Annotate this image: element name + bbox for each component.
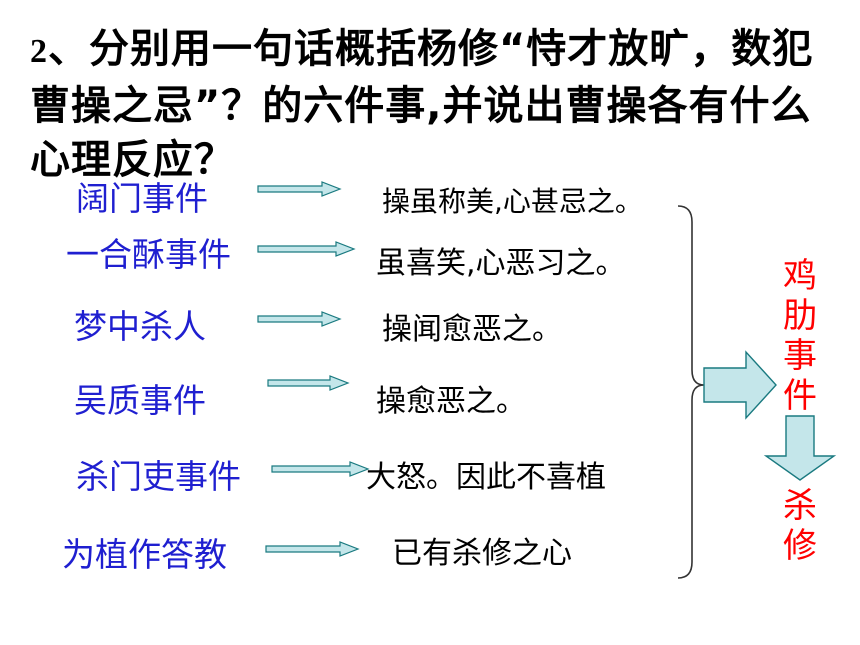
conclusion-result-char: 杀: [783, 486, 817, 526]
arrow-icon: [265, 541, 360, 557]
reaction-1: 操虽称美,心甚忌之。: [382, 185, 643, 218]
big-right-arrow-icon: [703, 350, 777, 420]
conclusion-result-char: 修: [783, 526, 817, 566]
conclusion-event-char: 事: [783, 336, 817, 376]
right-brace: [677, 205, 705, 579]
question-text: 、分别用一句话概括杨修“恃才放旷，数犯曹操之忌”？的六件事,并说出曹操各有什么心…: [30, 26, 814, 183]
reaction-5: 大怒。因此不喜植: [366, 460, 606, 495]
conclusion-result: 杀修: [780, 486, 820, 566]
event-6: 为植作答教: [62, 535, 227, 574]
reaction-2: 虽喜笑,心恶习之。: [376, 246, 626, 281]
event-3: 梦中杀人: [74, 307, 206, 346]
reaction-6: 已有杀修之心: [392, 536, 572, 571]
event-2: 一合酥事件: [66, 235, 231, 274]
arrow-icon: [271, 461, 370, 477]
reaction-3: 操闻愈恶之。: [382, 312, 562, 347]
question-number: 2: [30, 33, 48, 70]
event-5: 杀门吏事件: [76, 457, 241, 496]
conclusion-event-char: 件: [783, 376, 817, 416]
conclusion-event-char: 肋: [783, 296, 817, 336]
conclusion-event-char: 鸡: [783, 256, 817, 296]
big-down-arrow-icon: [763, 415, 837, 481]
question-heading: 2、分别用一句话概括杨修“恃才放旷，数犯曹操之忌”？的六件事,并说出曹操各有什么…: [30, 22, 830, 187]
conclusion-event: 鸡肋事件: [780, 256, 820, 416]
reaction-4: 操愈恶之。: [376, 384, 526, 419]
arrow-icon: [267, 375, 350, 391]
arrow-icon: [257, 311, 342, 327]
event-1: 阔门事件: [76, 179, 208, 218]
arrow-icon: [257, 181, 342, 197]
event-4: 吴质事件: [74, 381, 206, 420]
arrow-icon: [257, 241, 356, 257]
